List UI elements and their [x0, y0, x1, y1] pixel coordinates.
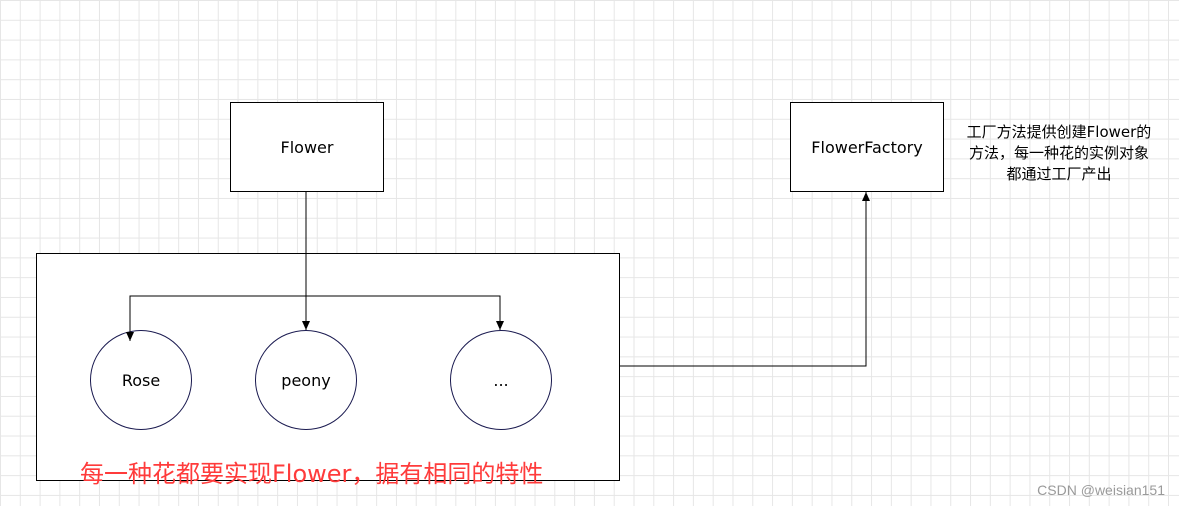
implementation-caption: 每一种花都要实现Flower，据有相同的特性: [80, 460, 544, 488]
csdn-watermark: CSDN @weisian151: [1037, 482, 1165, 498]
ellipsis-node: ...: [450, 330, 552, 430]
note-line-2: 方法，每一种花的实例对象: [968, 144, 1149, 162]
note-line-3: 都通过工厂产出: [1006, 165, 1112, 183]
factory-method-note: 工厂方法提供创建Flower的 方法，每一种花的实例对象 都通过工厂产出: [952, 122, 1166, 185]
peony-node: peony: [255, 330, 357, 430]
group-to-factory-connector: [620, 192, 870, 367]
note-line-1: 工厂方法提供创建Flower的: [966, 123, 1152, 141]
flower-factory-node-label: FlowerFactory: [811, 137, 923, 157]
flower-factory-node: FlowerFactory: [790, 102, 944, 192]
flower-node: Flower: [230, 102, 384, 192]
flower-node-label: Flower: [280, 137, 334, 157]
rose-node: Rose: [90, 330, 192, 430]
ellipsis-node-label: ...: [493, 370, 509, 390]
peony-node-label: peony: [281, 370, 331, 390]
rose-node-label: Rose: [121, 370, 161, 390]
